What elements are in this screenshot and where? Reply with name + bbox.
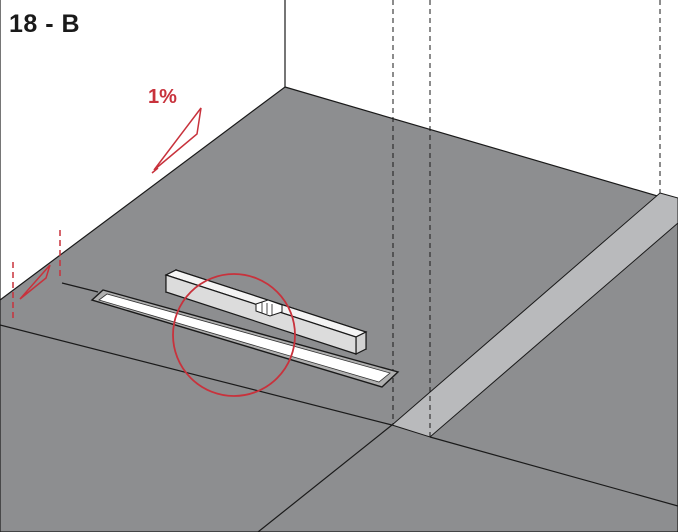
step-label: 18 - B bbox=[9, 10, 81, 38]
wall-slope-marker bbox=[12, 230, 61, 318]
linear-drain bbox=[90, 289, 400, 388]
slope-indicator-icon bbox=[151, 107, 202, 174]
spirit-level-icon bbox=[164, 269, 368, 355]
inspection-circle-icon bbox=[172, 273, 296, 397]
tile-joints bbox=[0, 282, 678, 532]
reference-lines bbox=[392, 0, 661, 437]
shower-floor bbox=[0, 86, 678, 532]
slope-label: 1% bbox=[148, 86, 177, 108]
border-strip bbox=[390, 192, 678, 438]
back-walls bbox=[0, 0, 286, 532]
